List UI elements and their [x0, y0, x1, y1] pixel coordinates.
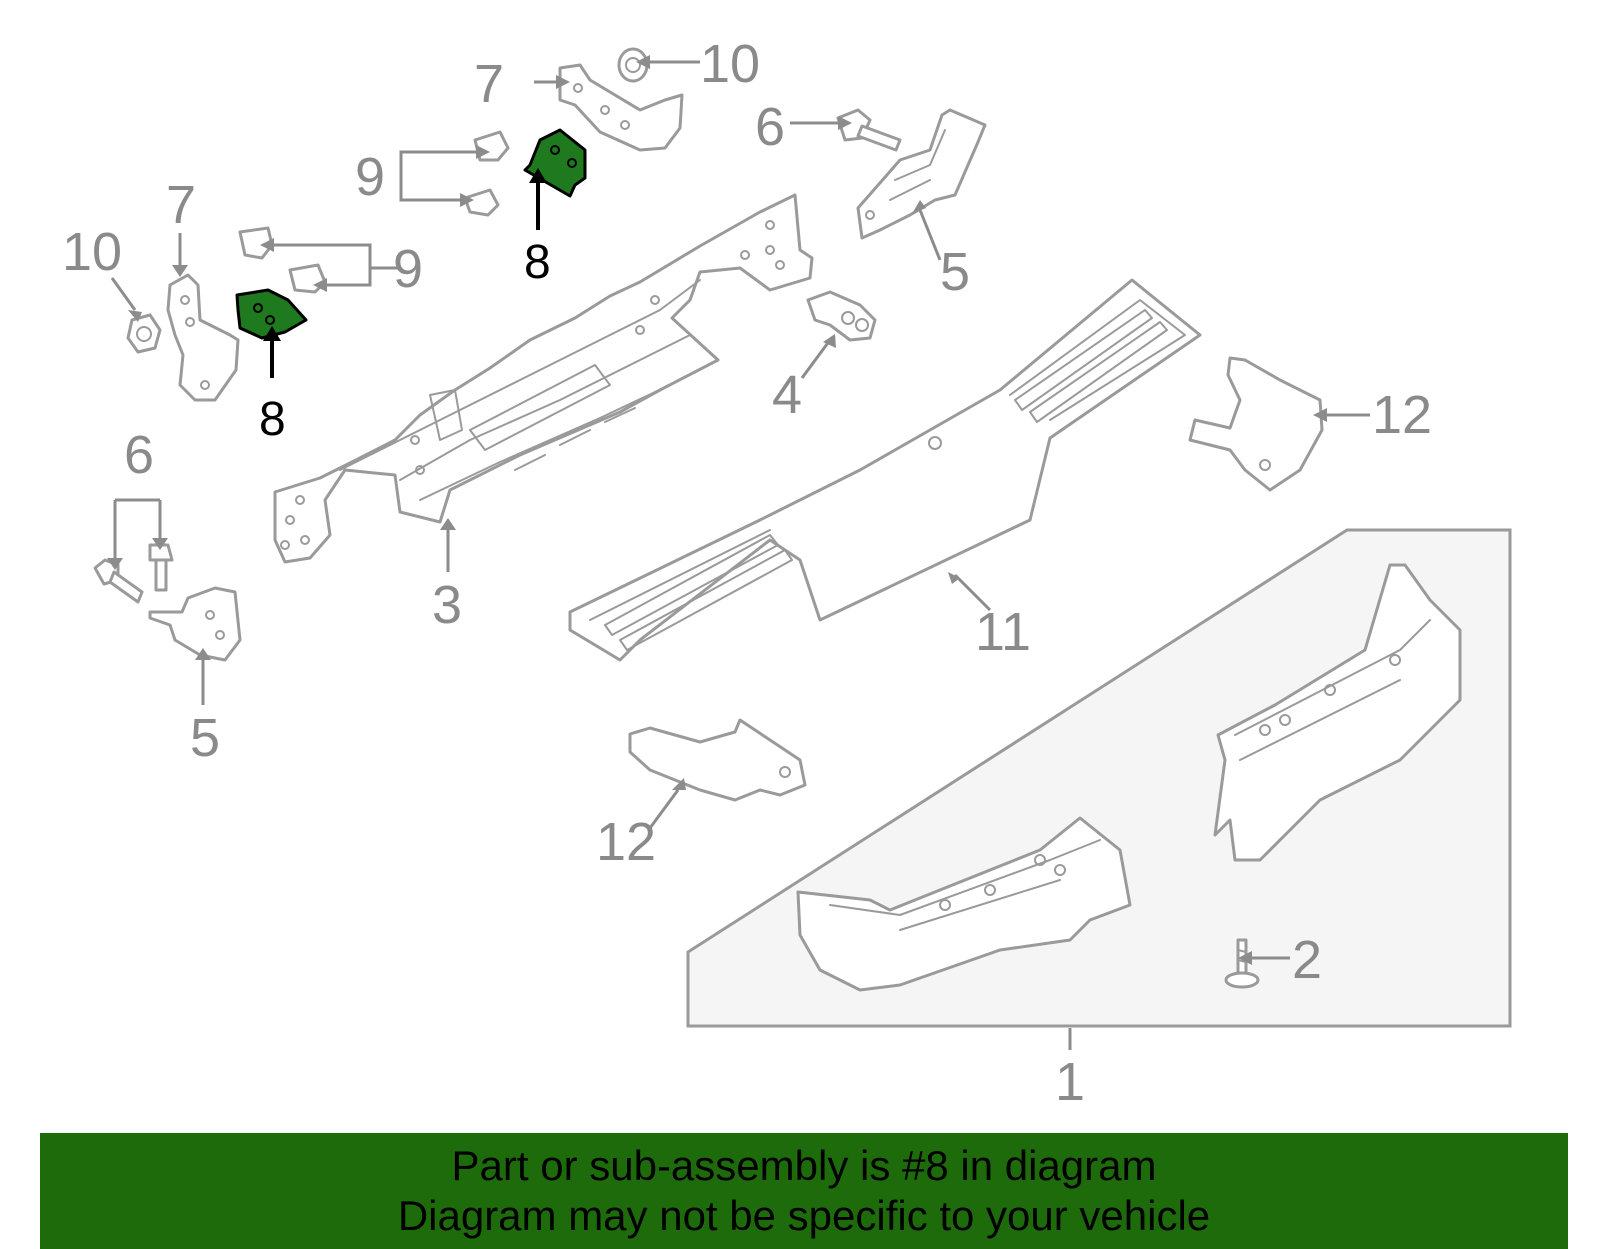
callout-9-left: 9 — [393, 239, 423, 299]
bumper-assembly-panel — [686, 528, 1512, 1028]
clip-set-left — [238, 226, 327, 294]
parts-diagram: 1 2 3 4 5 5 6 6 7 7 8 8 9 9 10 10 11 12 … — [62, 34, 1512, 1112]
callout-8-left: 8 — [259, 393, 286, 446]
nut-left — [126, 313, 162, 354]
callout-11: 11 — [975, 602, 1031, 662]
callout-8-right: 8 — [524, 236, 551, 289]
callout-10-left: 10 — [62, 222, 122, 282]
callout-7-left: 7 — [166, 175, 196, 235]
step-pad-bracket-left — [628, 718, 807, 802]
callout-6-left: 6 — [124, 425, 154, 485]
callout-12-left: 12 — [596, 812, 656, 872]
highlighted-part-8-right[interactable] — [523, 128, 587, 198]
hitch-bracket — [806, 290, 877, 342]
callout-1: 1 — [1055, 1052, 1085, 1112]
banner-line-1: Part or sub-assembly is #8 in diagram — [451, 1142, 1157, 1189]
step-pad — [568, 278, 1202, 662]
callout-12-right: 12 — [1372, 385, 1432, 445]
mounting-bracket-left — [148, 586, 242, 662]
callout-2: 2 — [1292, 930, 1322, 990]
info-banner: Part or sub-assembly is #8 in diagram Di… — [40, 1133, 1568, 1249]
support-bracket-right — [558, 63, 684, 152]
callout-5-right: 5 — [940, 242, 970, 302]
callout-6-right: 6 — [755, 97, 785, 157]
bumper-reinforcement-beam — [273, 193, 814, 564]
step-pad-bracket-right — [1188, 356, 1324, 492]
leader-lines — [110, 60, 1370, 1050]
bracket-bolts-left — [93, 543, 174, 604]
callout-9-right: 9 — [355, 147, 385, 207]
highlighted-part-8-left[interactable] — [235, 288, 308, 340]
callout-7-right: 7 — [474, 54, 504, 114]
callout-10-right: 10 — [700, 34, 760, 94]
clip-set-right — [463, 130, 510, 217]
mounting-bracket-right — [856, 108, 987, 240]
banner-line-2: Diagram may not be specific to your vehi… — [397, 1192, 1211, 1239]
leader-lines-highlight — [270, 180, 540, 378]
callout-5-left: 5 — [190, 708, 220, 768]
callouts: 1 2 3 4 5 5 6 6 7 7 8 8 9 9 10 10 11 12 … — [62, 34, 1432, 1112]
rear-bumper-assembly — [796, 563, 1462, 992]
step-pad-ribs — [604, 309, 1168, 651]
callout-3: 3 — [432, 575, 462, 635]
support-bracket-left — [166, 273, 240, 402]
callout-4: 4 — [772, 365, 802, 425]
leader-arrowheads — [107, 55, 1327, 965]
bracket-bolt-right — [836, 108, 902, 152]
leader-arrowheads-highlight — [263, 168, 547, 341]
